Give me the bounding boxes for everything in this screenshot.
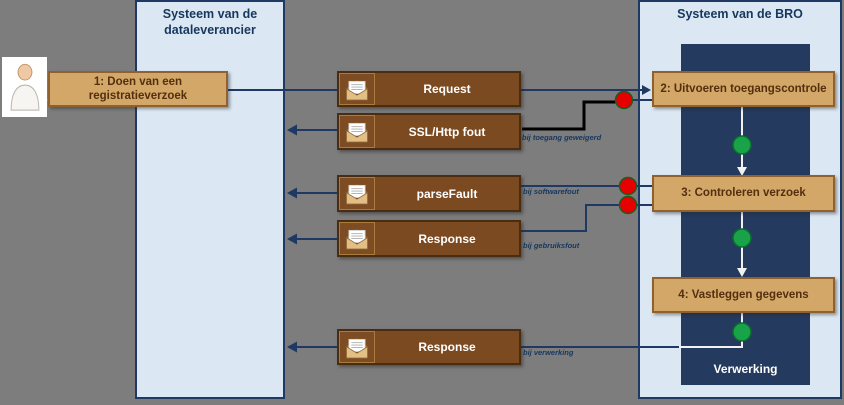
- processing-label: Verwerking: [713, 362, 778, 376]
- task-doen-registratieverzoek: 1: Doen van een registratieverzoek: [48, 71, 228, 107]
- message-response-afkeuring: Response: [337, 220, 521, 257]
- message-response-verwerking: Response: [337, 329, 521, 365]
- task-label: 4: Vastleggen gegevens: [678, 288, 809, 301]
- task-label: 2: Uitvoeren toegangscontrole: [660, 82, 827, 95]
- person-icon: [10, 63, 39, 111]
- error-path-toegang: [522, 100, 624, 131]
- message-request: Request: [337, 71, 521, 107]
- red-dot-softwarefout: [618, 176, 638, 196]
- actor-card: [2, 57, 47, 117]
- task-label: 1: Doen van een registratieverzoek: [88, 75, 188, 102]
- response-arrow-1: [287, 233, 337, 245]
- envelope-icon: [339, 222, 375, 255]
- message-label: Request: [423, 82, 471, 96]
- envelope-icon: [339, 331, 375, 363]
- task-uitvoeren-toegangscontrole: 2: Uitvoeren toegangscontrole: [652, 71, 835, 107]
- message-label: Response: [418, 231, 476, 246]
- lane-dataleverancier-title: Systeem van de dataleverancier: [162, 7, 258, 37]
- lane-bro-title: Systeem van de BRO: [677, 7, 803, 21]
- lane-dataleverancier: Systeem van de dataleverancier: [135, 0, 285, 399]
- annotation-bij-softwarefout: bij softwarefout: [523, 187, 579, 196]
- annotation-bij-toegang-geweigerd: bij toegang geweigerd: [522, 133, 602, 142]
- message-label: Response: [418, 340, 476, 354]
- envelope-icon: [339, 115, 375, 148]
- envelope-icon: [339, 73, 375, 105]
- red-dot-toegang: [614, 90, 634, 110]
- task-label: 3: Controleren verzoek: [681, 187, 806, 200]
- parsefault-arrow: [287, 187, 337, 199]
- envelope-icon: [339, 177, 375, 210]
- task-controleren-verzoek: 3: Controleren verzoek: [652, 175, 835, 212]
- message-label: parseFault: [416, 186, 478, 201]
- red-dot-gebruiksfout: [618, 195, 638, 215]
- task-vastleggen-gegevens: 4: Vastleggen gegevens: [652, 277, 835, 313]
- annotation-bij-gebruiksfout: bij gebruiksfout: [523, 241, 580, 250]
- message-parsefault: parseFault: [337, 175, 521, 212]
- response-link-task3: [521, 204, 652, 232]
- message-ssl-http-fout: SSL/Http fout: [337, 113, 521, 150]
- message-label: SSL/Http fout: [408, 124, 486, 139]
- ssl-fout-arrow: [287, 124, 337, 136]
- annotation-bij-verwerking: bij verwerking: [523, 348, 574, 357]
